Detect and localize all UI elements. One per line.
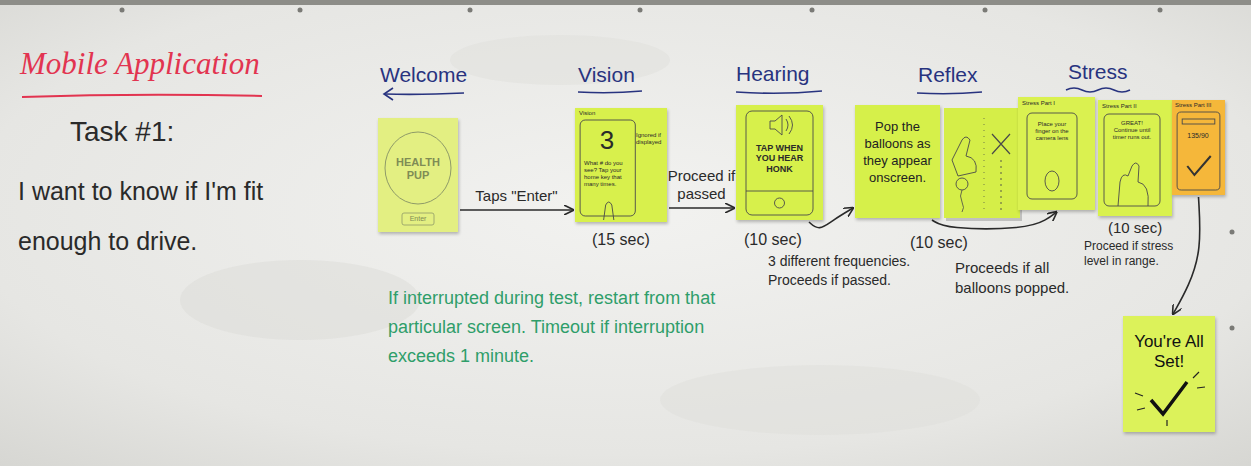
completion-note: You're All Set! xyxy=(1123,316,1215,432)
phone-outline xyxy=(1104,114,1160,206)
stress-note: Stress Part I Place your finger on the ca… xyxy=(1018,97,1095,210)
note-sketch xyxy=(1018,97,1095,210)
interruption-note: If interrupted during test, restart from… xyxy=(388,284,733,371)
feedback-text: GREAT! Continue until timer runs out. xyxy=(1109,120,1155,141)
hand-sketch xyxy=(1118,163,1148,206)
popped-mark xyxy=(992,134,1010,154)
header-underline xyxy=(578,91,642,93)
speaker-icon xyxy=(770,115,793,135)
sticky-note xyxy=(944,108,1020,218)
board-frame xyxy=(0,0,1251,5)
section-header: Reflex xyxy=(918,63,978,87)
header-arrowhead xyxy=(384,88,393,100)
header-underline xyxy=(385,93,464,94)
magnet xyxy=(468,8,473,13)
instruction-text: TAP WHEN YOU HEAR HONK xyxy=(750,143,809,174)
test-digit: 3 xyxy=(593,126,621,156)
instruction-text: Pop the balloons as they appear onscreen… xyxy=(860,119,935,187)
section-header: Welcome xyxy=(380,63,467,87)
screen-name: Vision xyxy=(579,110,619,117)
screen-divider xyxy=(746,191,813,192)
pointing-hand xyxy=(952,137,976,176)
note-sketch xyxy=(1172,100,1225,195)
flow-arrow xyxy=(932,212,1057,229)
task-number: Task #1: xyxy=(70,116,174,148)
flow-arrow xyxy=(669,207,734,209)
smudge xyxy=(180,260,420,340)
phone-outline xyxy=(580,120,635,216)
board-title: Mobile Application xyxy=(20,46,260,82)
condition-note: Proceed if stress level in range. xyxy=(1084,239,1180,269)
stress-note: Stress Part II GREAT! Continue until time… xyxy=(1098,100,1172,216)
magnet xyxy=(120,8,125,13)
task-statement: I want to know if I'm fit enough to driv… xyxy=(18,166,308,266)
section-header: Hearing xyxy=(736,62,810,86)
smudge xyxy=(450,35,670,85)
note-sketch xyxy=(1098,100,1172,216)
phone-outline xyxy=(1177,112,1220,190)
screen-name: Stress Part III xyxy=(1175,102,1222,109)
section-header: Vision xyxy=(578,63,635,87)
reflex-note: Pop the balloons as they appear onscreen… xyxy=(855,105,940,218)
balloon-string xyxy=(961,190,964,212)
magnet xyxy=(1230,326,1235,331)
phone-outline xyxy=(746,111,813,215)
header-underline xyxy=(1066,88,1130,92)
edge-label: Proceed if passed xyxy=(666,167,738,203)
screen-name: Stress Part II xyxy=(1102,103,1162,110)
header-underline xyxy=(917,92,982,94)
duration-note: (15 sec) xyxy=(592,231,650,249)
home-button xyxy=(775,198,785,208)
magnets xyxy=(120,8,1235,331)
magnet xyxy=(983,8,988,13)
smudge xyxy=(660,365,980,435)
instruction-text: Place your finger on the camera lens xyxy=(1031,121,1073,142)
app-logo-text: HEALTH PUP xyxy=(386,156,450,181)
reflex-sketch-note xyxy=(944,108,1022,221)
enter-button xyxy=(402,213,434,225)
edge-label: Taps "Enter" xyxy=(475,187,557,205)
dotted-trail xyxy=(984,118,985,210)
hearing-note: TAP WHEN YOU HEAR HONK xyxy=(736,105,823,220)
screen-name: Stress Part I xyxy=(1022,100,1082,107)
section-header: Stress xyxy=(1068,60,1128,84)
stress-result-note: Stress Part III 135/90 xyxy=(1172,100,1225,195)
side-note: Ignored if displayed xyxy=(636,132,664,146)
phone-outline xyxy=(1027,113,1077,199)
check-mark xyxy=(1151,382,1187,414)
condition-note: 3 different frequencies. Proceeds if pas… xyxy=(768,252,943,290)
vision-note: Vision 3What # do you see? Tap your home … xyxy=(575,108,667,222)
duration-note: (10 sec) xyxy=(744,231,802,249)
flow-arrow xyxy=(460,209,573,211)
condition-note: Proceeds if all balloons popped. xyxy=(955,258,1100,298)
header-underline xyxy=(736,91,822,93)
duration-note: (10 sec) xyxy=(1108,219,1162,236)
stress-reading: 135/90 xyxy=(1180,132,1216,140)
magnet xyxy=(638,8,643,13)
magnet xyxy=(1230,230,1235,235)
timer-bar xyxy=(1182,119,1215,124)
magnet xyxy=(810,8,815,13)
completion-text: You're All Set! xyxy=(1129,332,1209,373)
duration-note: (10 sec) xyxy=(910,234,968,252)
magnet xyxy=(298,8,303,13)
title-underline xyxy=(22,95,262,97)
finger-sketch xyxy=(1045,171,1059,191)
balloon xyxy=(956,178,968,190)
instruction-text: What # do you see? Tap your home key tha… xyxy=(584,160,630,188)
check-mark xyxy=(1187,156,1210,175)
finger-sketch xyxy=(604,202,614,220)
welcome-note: HEALTH PUP Enter xyxy=(378,118,458,232)
sparkle-rays xyxy=(1135,372,1205,426)
flow-arrow xyxy=(1173,197,1200,314)
magnet xyxy=(1158,8,1163,13)
dotted-trail xyxy=(1001,160,1002,210)
logo-circle xyxy=(385,132,451,204)
button-text: Enter xyxy=(402,215,434,223)
